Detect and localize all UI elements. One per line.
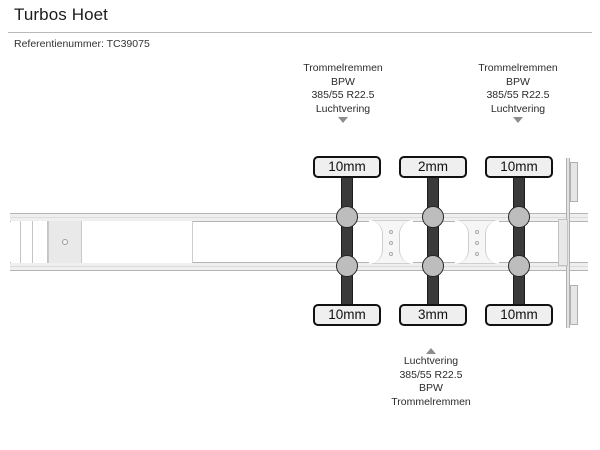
- front-divider-3: [47, 221, 48, 263]
- annotation-axle-rear-line2: BPW: [506, 75, 530, 88]
- annotation-bottom: Luchtvering 385/55 R22.5 BPW Trommelremm…: [341, 348, 521, 409]
- axle-1-hub-bottom: [336, 255, 358, 277]
- header-divider: [8, 32, 592, 33]
- rear-bar-top: [570, 162, 578, 202]
- axle-3-tyre-top-label: 10mm: [485, 156, 553, 178]
- chassis-rail-bottom-web: [10, 266, 588, 267]
- axle-2-hub-bottom: [422, 255, 444, 277]
- axle-3-beam: [513, 168, 525, 316]
- suspension-plate-1-holes: [389, 230, 393, 263]
- kingpin-plate: [48, 221, 82, 263]
- annotation-axle-front-line4: Luchtvering: [315, 102, 371, 115]
- annotation-bottom-line2: 385/55 R22.5: [399, 368, 463, 381]
- annotation-axle-front-line1: Trommelremmen: [303, 62, 383, 74]
- suspension-plate-1-notch-left: [369, 220, 383, 264]
- axle-1-beam: [341, 168, 353, 316]
- axle-3-hub-bottom: [508, 255, 530, 277]
- annotation-bottom-line4: Trommelremmen: [391, 395, 471, 408]
- annotation-axle-rear: Trommelremmen BPW 385/55 R22.5 Luchtveri…: [428, 62, 600, 123]
- axle-3-hub-top: [508, 206, 530, 228]
- annotation-axle-front: Trommelremmen BPW 385/55 R22.5 Luchtveri…: [253, 62, 433, 123]
- page-header: Turbos Hoet Referentienummer: TC39075: [0, 0, 600, 52]
- annotation-axle-rear-line1: Trommelremmen: [478, 62, 558, 74]
- axle-1-tyre-bottom-label: 10mm: [313, 304, 381, 326]
- rear-bar-bottom: [570, 285, 578, 325]
- axle-2-beam: [427, 168, 439, 316]
- annotation-axle-rear-line4: Luchtvering: [490, 102, 546, 115]
- suspension-plate-2-holes: [475, 230, 479, 263]
- suspension-plate-2-notch-right: [485, 220, 499, 264]
- annotation-bottom-line3: BPW: [419, 382, 443, 394]
- axle-1-hub-top: [336, 206, 358, 228]
- chassis-rail-top-web: [10, 217, 588, 218]
- front-divider-1: [20, 221, 21, 263]
- suspension-plate-2: [455, 220, 499, 264]
- axle-3-tyre-bottom-label: 10mm: [485, 304, 553, 326]
- annotation-axle-front-line2: BPW: [331, 75, 355, 88]
- suspension-plate-2-notch-left: [455, 220, 469, 264]
- front-divider-2: [32, 221, 33, 263]
- arrow-down-icon: [338, 117, 348, 123]
- annotation-bottom-line1: Luchtvering: [403, 355, 459, 367]
- axle-2-tyre-top-label: 2mm: [399, 156, 467, 178]
- arrow-down-icon: [513, 117, 523, 123]
- trailer-front-section: [11, 221, 193, 263]
- annotation-axle-front-line3: 385/55 R22.5: [311, 89, 375, 101]
- rear-column: [558, 219, 568, 266]
- page-title: Turbos Hoet: [14, 5, 109, 24]
- suspension-plate-1: [369, 220, 413, 264]
- axle-2-hub-top: [422, 206, 444, 228]
- arrow-up-icon: [426, 348, 436, 354]
- axle-1-tyre-top-label: 10mm: [313, 156, 381, 178]
- suspension-plate-1-notch-right: [399, 220, 413, 264]
- annotation-axle-rear-line3: 385/55 R22.5: [486, 89, 550, 101]
- kingpin-icon: [62, 239, 68, 245]
- axle-2-tyre-bottom-label: 3mm: [399, 304, 467, 326]
- reference-number: Referentienummer: TC39075: [14, 38, 150, 50]
